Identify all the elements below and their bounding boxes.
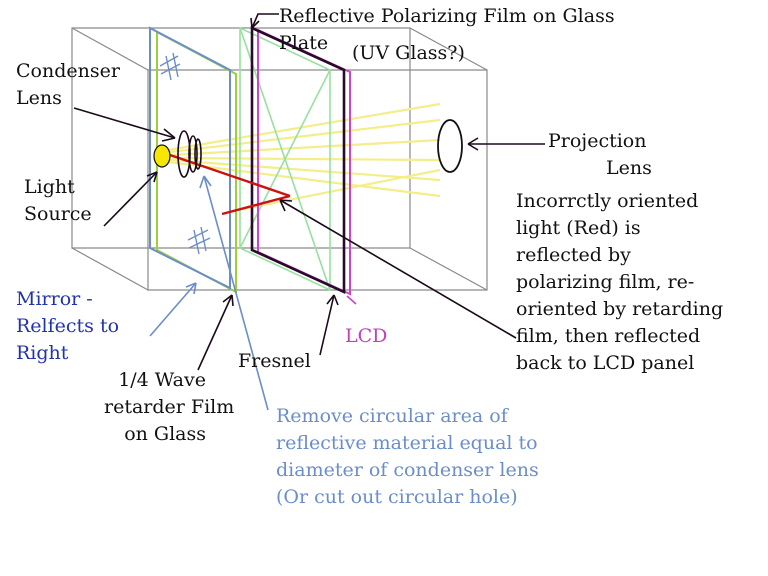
label-mirror-line-1: Mirror - xyxy=(16,288,93,310)
ray-2 xyxy=(169,118,441,154)
arrowhead-red-light-note xyxy=(279,199,293,212)
label-polarizing-film-uv: (UV Glass?) xyxy=(352,40,465,67)
callout-arrows-blue xyxy=(149,175,269,411)
arrow-circular-note xyxy=(203,175,269,411)
mirror-hatch-top xyxy=(159,52,181,81)
projection-lens xyxy=(437,119,463,173)
arrow-lcd xyxy=(346,295,357,305)
arrowhead-mirror xyxy=(185,282,197,295)
label-polarizing-film-line-3: (UV Glass?) xyxy=(352,42,465,64)
label-retarder-line-2: retarder Film xyxy=(104,396,235,418)
arrowhead-condenser xyxy=(161,128,176,142)
red-ray-2 xyxy=(221,194,291,216)
polarizing-film-outline xyxy=(250,25,346,295)
ray-1 xyxy=(167,102,441,152)
condenser-element-3 xyxy=(194,138,202,170)
label-mirror-line-3: Right xyxy=(16,342,69,364)
red-light-note-line-1: Incorrctly oriented xyxy=(516,190,699,212)
label-light-source: Light Source xyxy=(24,174,92,228)
arrow-mirror xyxy=(149,282,197,337)
label-red-light-note: Incorrctly oriented light (Red) is refle… xyxy=(516,188,723,377)
box-edge-bottom-left xyxy=(71,247,149,291)
circular-note-line-3: diameter of condenser lens xyxy=(276,459,539,481)
label-polarizing-film: Reflective Polarizing Film on Glass xyxy=(279,3,615,30)
ray-6 xyxy=(167,160,441,198)
arrow-retarder xyxy=(197,294,233,371)
label-lcd-text: LCD xyxy=(345,325,388,347)
arrow-condenser xyxy=(73,107,176,139)
mirror-hatch-bottom xyxy=(187,226,211,255)
red-light-note-line-6: film, then reflected xyxy=(516,325,701,347)
polarizing-film xyxy=(250,25,346,295)
label-fresnel-text: Fresnel xyxy=(238,350,311,372)
label-retarder-film: 1/4 Wave retarder Film on Glass xyxy=(104,367,235,448)
arrowhead-circular-note xyxy=(199,175,212,189)
label-mirror-line-2: Relfects to xyxy=(16,315,120,337)
callout-arrows xyxy=(73,13,545,371)
circular-note-line-2: reflective material equal to xyxy=(276,432,538,454)
red-light-note-line-3: reflected by xyxy=(516,244,631,266)
box-edge-top-right xyxy=(409,27,488,71)
ray-5 xyxy=(169,158,441,182)
label-projection-line-2: Lens xyxy=(606,157,652,179)
label-mirror: Mirror - Relfects to Right xyxy=(16,286,119,367)
arrowhead-retarder xyxy=(222,294,234,307)
arrowhead-light-source xyxy=(146,171,158,183)
label-retarder-line-1: 1/4 Wave xyxy=(118,369,206,391)
ray-7 xyxy=(227,168,441,214)
enclosure-box xyxy=(71,27,488,291)
label-condenser-lens: Condenser Lens xyxy=(16,58,120,112)
arrowhead-polarizing-film xyxy=(250,17,260,29)
red-light-note-line-7: back to LCD panel xyxy=(516,352,695,374)
label-light-source-line-2: Source xyxy=(24,203,92,225)
condenser-element-1 xyxy=(177,130,191,178)
label-lcd: LCD xyxy=(345,323,387,350)
red-light-note-line-2: light (Red) is xyxy=(516,217,641,239)
label-polarizing-film-plate: Plate xyxy=(279,30,328,57)
condenser-lens xyxy=(177,130,202,178)
label-light-source-line-1: Light xyxy=(24,176,75,198)
light-source-bulb xyxy=(153,144,171,168)
red-light-note-line-5: oriented by retarding xyxy=(516,298,724,320)
red-light-note-line-4: polarizing film, re- xyxy=(516,271,695,293)
ray-3 xyxy=(171,138,441,157)
arrow-fresnel xyxy=(319,294,335,356)
callout-arrows-magenta xyxy=(346,295,357,305)
ray-4 xyxy=(171,156,441,162)
label-fresnel: Fresnel xyxy=(238,348,311,375)
label-condenser-line-2: Lens xyxy=(16,87,62,109)
condenser-element-2 xyxy=(188,135,198,173)
circular-note-line-1: Remove circular area of xyxy=(276,405,508,427)
arrow-light-source xyxy=(103,171,158,227)
arrowhead-fresnel xyxy=(326,294,339,306)
label-projection-line-1: Projection xyxy=(548,130,647,152)
fresnel-diagonal-2 xyxy=(239,69,331,249)
label-circular-note: Remove circular area of reflective mater… xyxy=(276,403,539,511)
label-polarizing-film-line-1: Reflective Polarizing Film on Glass xyxy=(279,5,615,27)
box-edge-bottom-right xyxy=(409,247,488,291)
circular-note-line-4: (Or cut out circular hole) xyxy=(276,486,518,508)
label-condenser-line-1: Condenser xyxy=(16,60,120,82)
arrow-red-light-note xyxy=(279,199,517,339)
arrow-polarizing-film xyxy=(251,13,279,29)
box-edge-top-left xyxy=(71,27,149,71)
label-retarder-line-3: on Glass xyxy=(124,423,206,445)
light-rays xyxy=(167,102,441,214)
label-polarizing-film-line-2: Plate xyxy=(279,32,329,54)
arrowhead-projection-lens xyxy=(467,137,479,151)
label-projection-lens: Projection Lens xyxy=(548,128,652,182)
fresnel-lens xyxy=(239,26,331,292)
